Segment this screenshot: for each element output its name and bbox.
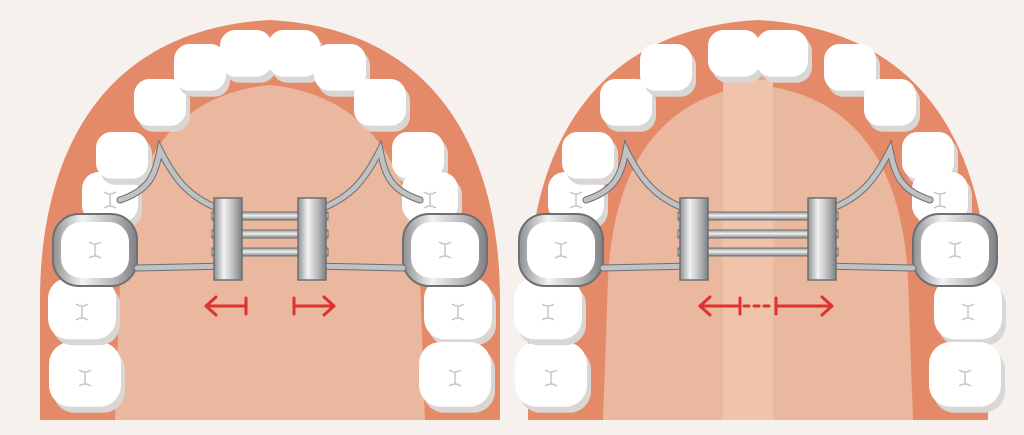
expander-wire [583,142,697,215]
tooth-crown [392,132,444,179]
tooth [419,342,495,413]
tooth-crown [354,79,406,126]
expansion-rod [677,247,839,257]
tooth [48,278,120,346]
tooth [354,79,410,132]
tooth [934,278,1006,346]
expander-wire [117,142,231,215]
tooth-groove [103,191,117,209]
tooth-groove [78,369,92,387]
expander-wire [819,142,933,215]
tooth-groove [948,241,962,259]
tooth-crown [562,132,614,179]
tooth-groove [88,241,102,259]
tooth-crown [756,30,808,77]
tooth [640,44,696,97]
tooth-crown [174,44,226,91]
tooth [864,79,920,132]
expander-block [213,197,243,281]
tooth-crown [824,44,876,91]
tooth [929,342,1005,413]
tooth [134,79,190,132]
arrow-left [698,295,742,317]
tooth-groove [554,241,568,259]
tooth-crown [220,30,272,77]
tooth-groove [958,369,972,387]
expander-wire [600,263,697,271]
arrow-left [204,295,248,317]
tooth-crown [902,132,954,179]
molar-band [402,213,488,287]
expander-block [679,197,709,281]
expansion-rod [677,229,839,239]
tooth-groove [423,191,437,209]
tooth [708,30,764,83]
arrow-right [292,295,336,317]
tooth-crown [96,132,148,179]
tooth [824,44,880,97]
tooth-groove [544,369,558,387]
tooth-crown [268,30,320,77]
tooth-crown [708,30,760,77]
tooth [174,44,230,97]
tooth [562,132,618,185]
expansion-rod [211,211,329,221]
tooth-groove [541,303,555,321]
arrow-right [774,295,834,317]
tooth [314,44,370,97]
expander-wire [819,263,916,271]
tooth-crown [640,44,692,91]
tooth-crown [600,79,652,126]
tooth [514,278,586,346]
tooth [49,342,125,413]
expansion-rod [211,229,329,239]
tooth [96,132,152,185]
tooth-crown [134,79,186,126]
dental-arch-after-expansion [514,20,1006,420]
expansion-rod [211,247,329,257]
molar-band [912,213,998,287]
tooth-groove [933,191,947,209]
tooth-crown [864,79,916,126]
expansion-rod [677,211,839,221]
tooth [756,30,812,83]
tooth-crown [314,44,366,91]
dental-arch-before-expansion [40,20,500,420]
tooth [268,30,324,83]
expander-block [807,197,837,281]
tooth-groove [448,369,462,387]
expander-block [297,197,327,281]
tooth-groove [75,303,89,321]
tooth [424,278,496,346]
molar-band [52,213,138,287]
tooth-groove [451,303,465,321]
tooth [220,30,276,83]
tooth [515,342,591,413]
expander-wire [309,263,406,271]
molar-band [518,213,604,287]
tooth-groove [438,241,452,259]
expander-wire [309,142,423,215]
tooth [600,79,656,132]
tooth-groove [961,303,975,321]
tooth-groove [569,191,583,209]
expander-wire [134,263,231,271]
